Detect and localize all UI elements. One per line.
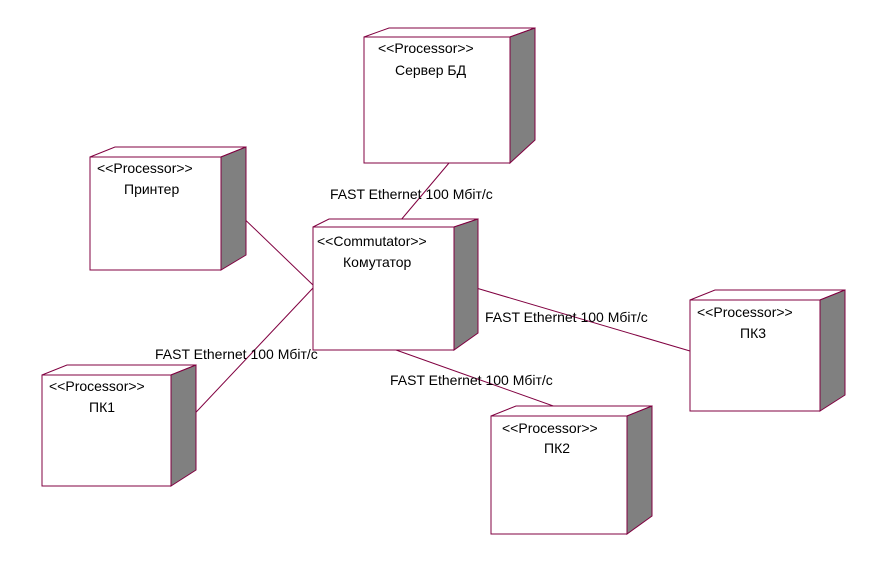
- connection-label-pc1: FAST Ethernet 100 Мбіт/с: [155, 346, 318, 362]
- node-side-face: [819, 289, 846, 412]
- connection-pc2-commutator: [395, 349, 574, 414]
- node-name: Принтер: [124, 181, 179, 197]
- node-front-face: [41, 374, 172, 487]
- node-top-face: [89, 146, 247, 158]
- node-top-face: [41, 364, 197, 376]
- node-top-face: [363, 27, 536, 38]
- node-top-face: [490, 405, 653, 417]
- node-front-face: [312, 226, 455, 351]
- node-side-face: [220, 146, 247, 271]
- connection-label-server: FAST Ethernet 100 Мбіт/с: [330, 186, 493, 202]
- node-stereotype: <<Processor>>: [378, 40, 474, 56]
- node-front-face: [89, 156, 222, 271]
- node-top-face: [312, 218, 479, 228]
- node-name: ПК2: [544, 440, 570, 456]
- node-name: Комутатор: [343, 254, 411, 270]
- node-server-db[interactable]: <<Processor>> Сервер БД: [363, 27, 536, 165]
- connection-printer-commutator: [233, 208, 314, 286]
- node-name: ПК3: [740, 325, 766, 341]
- node-pc1[interactable]: <<Processor>> ПК1: [41, 364, 197, 487]
- connection-label-pc3: FAST Ethernet 100 Мбіт/с: [485, 309, 648, 325]
- node-front-face: [363, 36, 511, 164]
- node-stereotype: <<Processor>>: [49, 378, 145, 394]
- node-name: ПК1: [89, 399, 115, 415]
- node-stereotype: <<Commutator>>: [317, 233, 427, 249]
- node-stereotype: <<Processor>>: [97, 160, 193, 176]
- node-top-face: [689, 289, 846, 301]
- node-side-face: [453, 218, 479, 351]
- node-front-face: [689, 299, 821, 412]
- connection-pc1-commutator: [183, 287, 314, 426]
- connection-server-commutator: [394, 162, 450, 228]
- node-pc3[interactable]: <<Processor>> ПК3: [689, 289, 846, 412]
- node-pc2[interactable]: <<Processor>> ПК2: [490, 405, 653, 535]
- node-stereotype: <<Processor>>: [502, 420, 598, 436]
- node-side-face: [170, 364, 197, 487]
- node-side-face: [626, 405, 653, 535]
- node-name: Сервер БД: [395, 62, 467, 78]
- node-stereotype: <<Processor>>: [697, 304, 793, 320]
- node-commutator[interactable]: <<Commutator>> Комутатор: [312, 218, 479, 351]
- connection-label-pc2: FAST Ethernet 100 Мбіт/с: [390, 372, 553, 388]
- node-side-face: [509, 27, 536, 165]
- node-printer[interactable]: <<Processor>> Принтер: [89, 146, 247, 271]
- node-front-face: [490, 415, 628, 535]
- connection-pc3-commutator: [465, 284, 691, 352]
